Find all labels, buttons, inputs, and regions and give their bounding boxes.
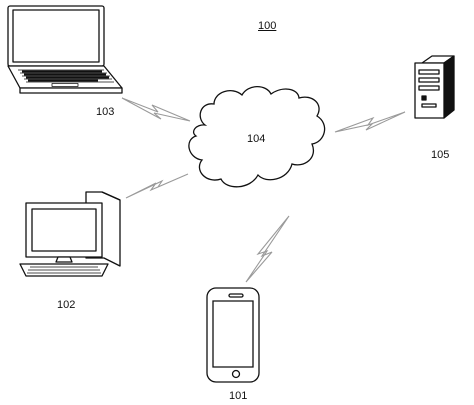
server-icon (415, 56, 454, 118)
desktop-computer-icon (20, 192, 120, 276)
smartphone-icon (207, 288, 259, 382)
wireless-link-phone-cloud (246, 216, 289, 282)
wireless-link-server-cloud (335, 112, 405, 132)
cloud-icon (189, 87, 325, 187)
desktop-label: 102 (57, 299, 76, 311)
phone-label: 101 (229, 390, 248, 402)
cloud-label: 104 (247, 133, 266, 145)
figure-number: 100 (258, 20, 277, 32)
wireless-link-desktop-cloud (126, 174, 188, 198)
laptop-icon (8, 6, 122, 93)
laptop-label: 103 (96, 106, 115, 118)
server-label: 105 (431, 149, 450, 161)
wireless-link-laptop-cloud (122, 98, 190, 121)
